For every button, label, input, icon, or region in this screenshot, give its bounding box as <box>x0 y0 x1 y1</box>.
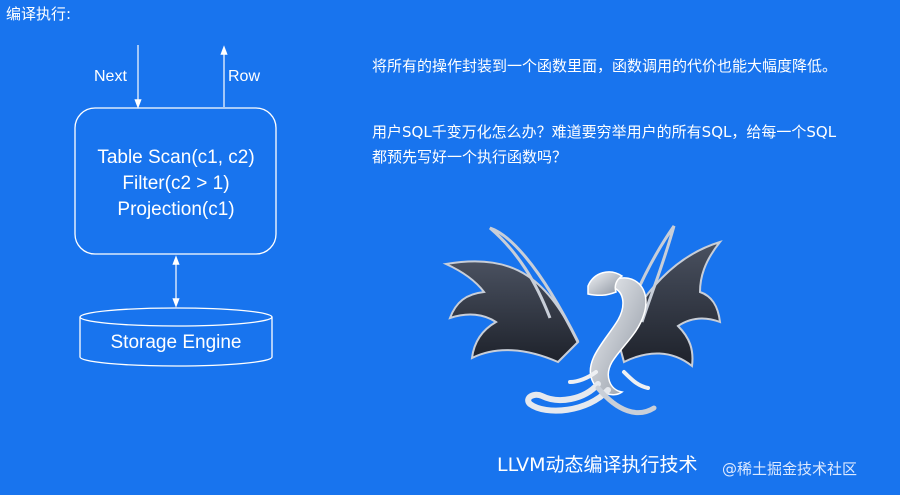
paragraph-2: 用户SQL千变万化怎么办？难道要穷举用户的所有SQL，给每一个SQL 都预先写好… <box>372 120 892 170</box>
paragraph-2-line-1: 用户SQL千变万化怎么办？难道要穷举用户的所有SQL，给每一个SQL <box>372 123 837 141</box>
operator-box <box>74 107 277 255</box>
row-label: Row <box>228 68 260 85</box>
storage-cylinder <box>79 307 273 367</box>
execution-diagram: Next Row Table Scan(c1, c2) Filter(c2 > … <box>74 45 277 367</box>
paragraph-2-line-2: 都预先写好一个执行函数吗？ <box>372 148 568 166</box>
page-title: 编译执行: <box>6 5 72 23</box>
operator-line-filter: Filter(c2 > 1) <box>122 173 229 194</box>
logo-caption: LLVM动态编译执行技术 <box>497 454 698 476</box>
next-label: Next <box>94 68 127 85</box>
operator-line-projection: Projection(c1) <box>117 199 234 220</box>
operator-line-scan: Table Scan(c1, c2) <box>97 147 254 168</box>
llvm-dragon-icon <box>442 225 723 416</box>
watermark: @稀土掘金技术社区 <box>722 460 858 478</box>
storage-label: Storage Engine <box>111 332 242 353</box>
paragraph-1: 将所有的操作封装到一个函数里面，函数调用的代价也能大幅度降低。 <box>372 57 838 75</box>
